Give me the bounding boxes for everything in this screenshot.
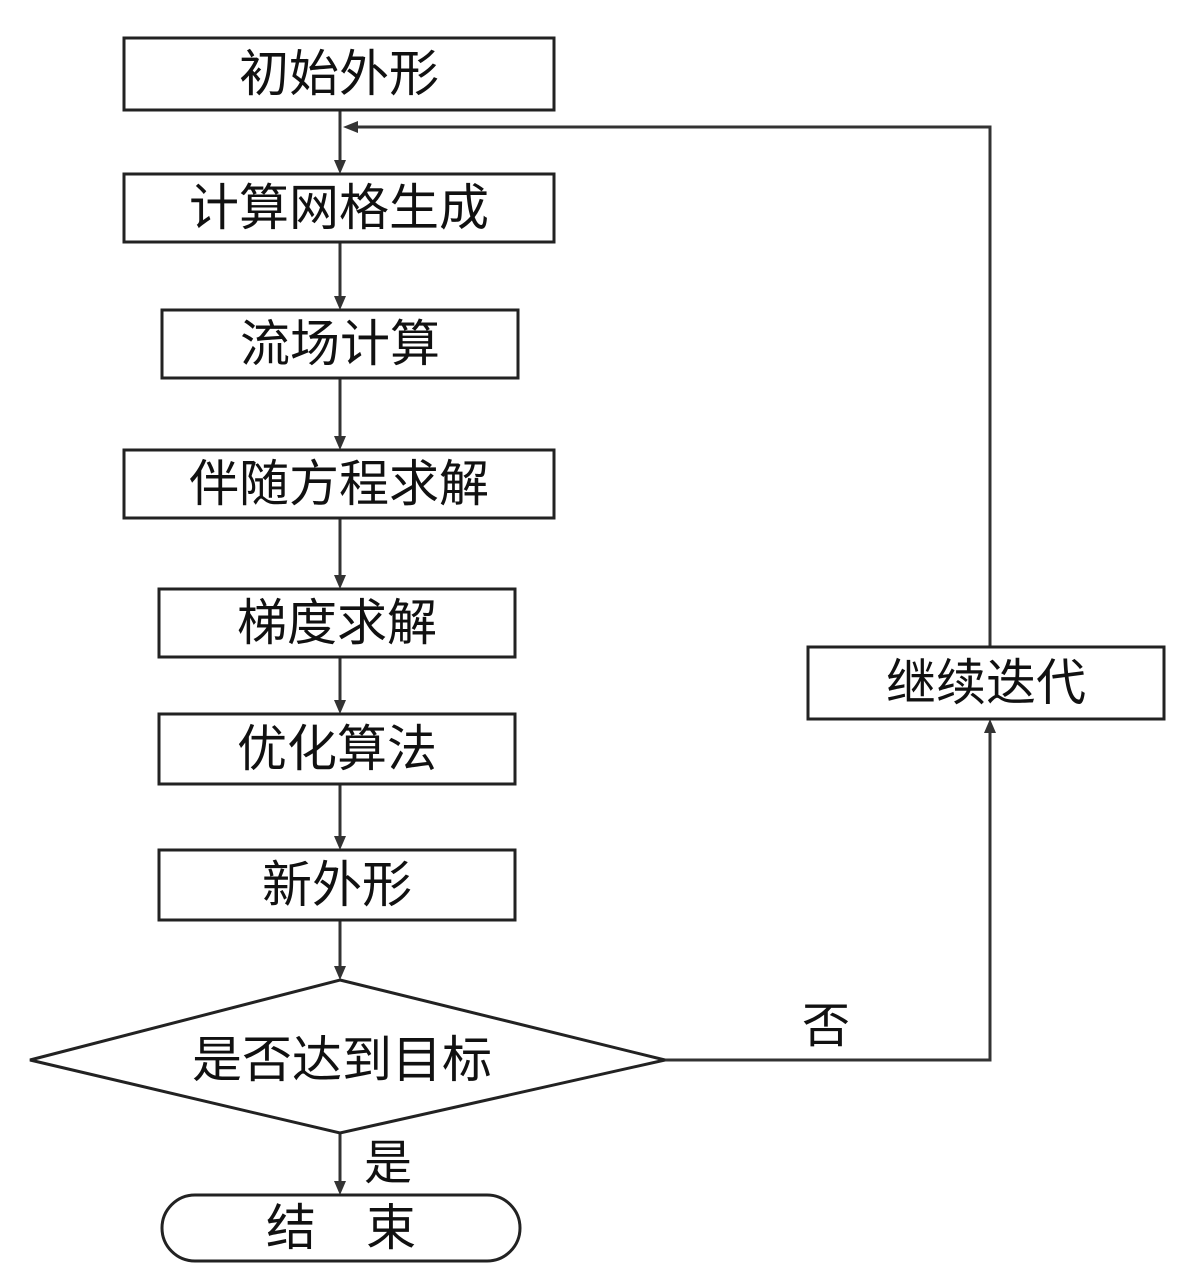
arrowhead-continue	[984, 719, 996, 733]
node-end-terminal	[160, 1193, 522, 1263]
node-mesh: 计算网格生成	[122, 172, 556, 244]
node-flow: 流场计算	[160, 308, 520, 380]
edge-label-no: 否	[802, 998, 850, 1054]
node-start-label: 初始外形	[239, 45, 439, 103]
node-gradient-label: 梯度求解	[237, 594, 437, 652]
node-flow-label: 流场计算	[240, 315, 440, 373]
node-continue: 继续迭代	[806, 645, 1166, 721]
node-decision-label: 是否达到目标	[192, 1031, 492, 1089]
node-adjoint: 伴随方程求解	[122, 448, 556, 520]
arrowhead-decision	[334, 966, 346, 980]
node-flow-box	[160, 308, 520, 380]
arrowhead-optimize	[334, 700, 346, 714]
arrowhead-mesh	[334, 160, 346, 174]
arrowhead-adjoint	[334, 436, 346, 450]
node-start: 初始外形	[122, 36, 556, 112]
node-new-shape-box	[157, 848, 517, 922]
node-optimize: 优化算法	[157, 712, 517, 786]
edge-continue-to-loop	[350, 125, 992, 647]
arrowhead-flow	[334, 296, 346, 310]
node-end-label: 结 束	[266, 1199, 416, 1257]
node-start-box	[122, 36, 556, 112]
arrowhead-end	[334, 1181, 346, 1195]
node-gradient-box	[157, 587, 517, 659]
arrowhead-gradient	[334, 575, 346, 589]
node-gradient: 梯度求解	[157, 587, 517, 659]
node-new-shape-label: 新外形	[262, 856, 412, 914]
node-optimize-box	[157, 712, 517, 786]
arrowhead-newshape	[334, 836, 346, 850]
node-continue-box	[806, 645, 1166, 721]
node-decision: 是否达到目标	[29, 978, 666, 1135]
node-new-shape: 新外形	[157, 848, 517, 922]
node-end: 结 束	[160, 1193, 522, 1263]
node-mesh-label: 计算网格生成	[189, 179, 489, 237]
edge-label-yes: 是	[364, 1135, 412, 1191]
edges	[334, 110, 996, 1195]
node-optimize-label: 优化算法	[237, 720, 437, 778]
node-adjoint-box	[122, 448, 556, 520]
edge-decision-to-continue	[665, 730, 992, 1062]
node-mesh-box	[122, 172, 556, 244]
node-adjoint-label: 伴随方程求解	[189, 455, 489, 513]
node-continue-label: 继续迭代	[886, 654, 1086, 712]
node-decision-diamond	[29, 978, 666, 1135]
